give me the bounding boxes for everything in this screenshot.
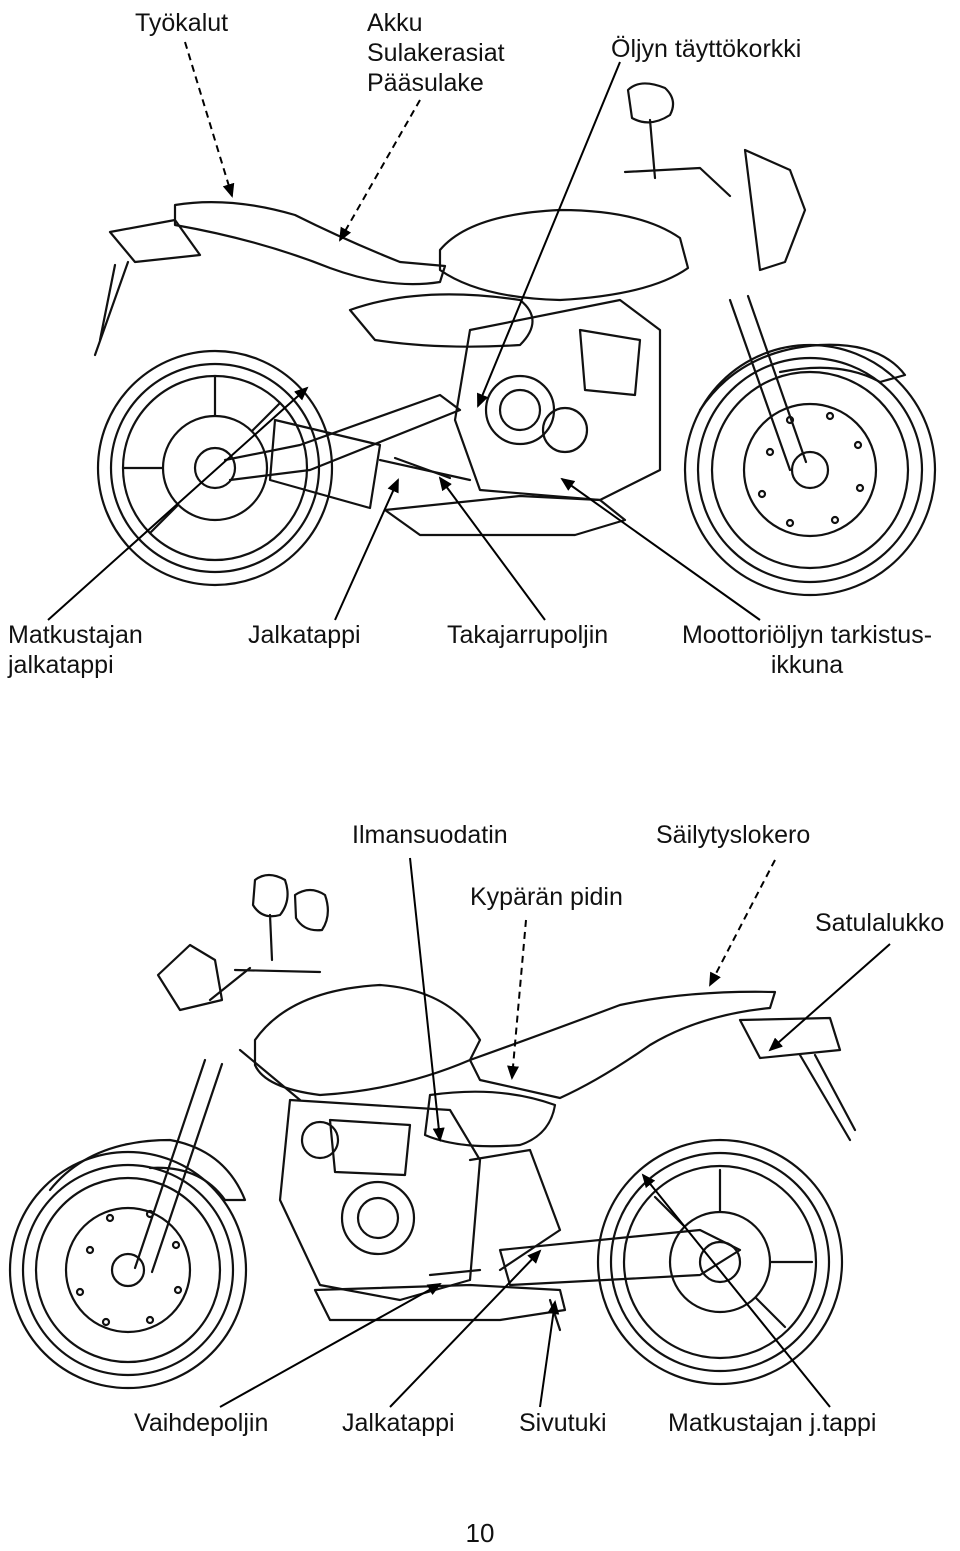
label-oil-window-line2: ikkuna xyxy=(770,651,844,679)
front-wheel xyxy=(683,343,937,597)
gear-pedal xyxy=(428,1268,482,1277)
engine xyxy=(278,1098,482,1302)
label-seat-lock: Satulalukko xyxy=(815,909,945,937)
motorcycle-left-side xyxy=(8,873,857,1390)
mirror xyxy=(626,82,675,180)
front-fork xyxy=(133,1058,224,1274)
label-oil-filler-cap: Öljyn täyttökorkki xyxy=(611,35,802,63)
label-battery-line: Akku xyxy=(367,9,423,37)
label-passenger-footpeg-line1: Matkustajan xyxy=(8,621,143,649)
tail-section xyxy=(93,218,202,357)
swingarm xyxy=(498,1228,742,1287)
engine xyxy=(453,298,662,502)
label-side-stand: Sivutuki xyxy=(519,1409,607,1437)
front-fender xyxy=(48,1138,247,1202)
label-passenger-footpeg: Matkustajan jalkatappi xyxy=(8,620,143,680)
motorcycle-right-side xyxy=(93,82,937,597)
label-rear-brake-pedal: Takajarrupoljin xyxy=(447,621,609,649)
headlight xyxy=(743,148,807,272)
label-passenger-peg: Matkustajan j.tappi xyxy=(668,1409,877,1437)
bottom-leader-lines xyxy=(219,857,891,1408)
label-gear-pedal: Vaihdepoljin xyxy=(134,1409,269,1437)
label-footpeg-bottom: Jalkatappi xyxy=(342,1409,455,1437)
handlebar xyxy=(208,966,322,1002)
front-wheel xyxy=(8,1150,248,1390)
label-oil-window-line1: Moottoriöljyn tarkistus- xyxy=(681,621,933,649)
fuel-tank xyxy=(438,208,690,302)
mirror-right xyxy=(293,888,329,932)
tail-section xyxy=(738,1016,857,1142)
rear-wheel xyxy=(96,349,334,587)
label-footpeg: Jalkatappi xyxy=(248,621,361,649)
label-tools: Työkalut xyxy=(135,9,229,37)
page-number: 10 xyxy=(465,1518,495,1548)
side-panel xyxy=(348,293,534,348)
front-fender xyxy=(698,343,907,412)
top-leader-lines xyxy=(47,41,761,621)
seat xyxy=(468,990,777,1100)
label-air-filter: Ilmansuodatin xyxy=(352,821,508,849)
label-storage-compartment: Säilytyslokero xyxy=(656,821,811,849)
handlebar xyxy=(623,166,732,198)
swingarm xyxy=(223,393,462,482)
rear-wheel xyxy=(596,1138,844,1386)
label-fuse-box-line: Sulakerasiat xyxy=(367,39,505,67)
label-oil-check-window: Moottoriöljyn tarkistus- ikkuna xyxy=(662,620,952,680)
headlight xyxy=(156,943,224,1012)
label-main-fuse-line: Pääsulake xyxy=(367,69,484,97)
label-battery-fuses: Akku Sulakerasiat Pääsulake xyxy=(367,8,505,98)
front-fork xyxy=(728,294,808,472)
label-passenger-footpeg-line2: jalkatappi xyxy=(8,651,114,679)
label-helmet-holder: Kypärän pidin xyxy=(470,883,623,911)
rear-brake-pedal xyxy=(393,456,452,480)
fuel-tank xyxy=(253,983,482,1097)
mirror xyxy=(251,873,289,962)
belly-pan xyxy=(313,1283,567,1322)
belly-pan xyxy=(383,494,627,537)
side-panel xyxy=(423,1090,557,1148)
seat xyxy=(173,201,447,286)
